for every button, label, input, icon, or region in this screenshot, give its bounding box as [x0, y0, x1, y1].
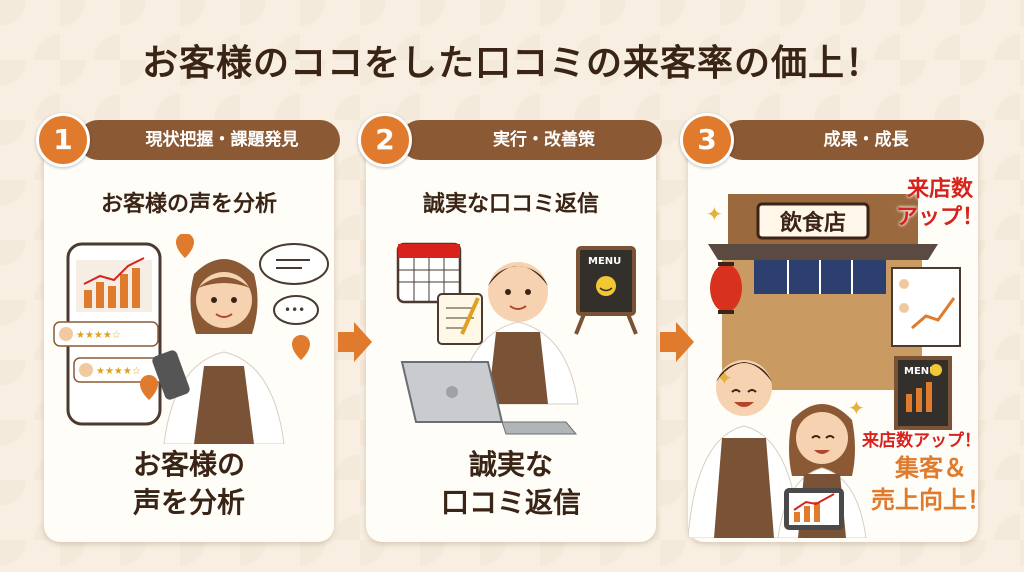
lantern-icon: [710, 262, 742, 314]
callout-top-line-2: アップ！: [896, 205, 985, 230]
result-line-2: 売上向上！: [871, 486, 991, 514]
visits-up-callout-mid: 来店数アップ！: [862, 431, 981, 451]
shop-sign: [756, 202, 870, 240]
tablet-icon: [152, 350, 190, 400]
man-face: [716, 360, 772, 416]
man-hair: [488, 266, 548, 286]
map-pin-icon: [140, 375, 158, 400]
page-title: お客様のココをした口コミの来客率の価上！: [141, 43, 882, 84]
step-2-heading: 誠実な口コミ返信: [422, 192, 599, 217]
apron: [714, 438, 774, 538]
visits-up-callout-top: 来店数 アップ！: [896, 176, 984, 232]
step-3-bar: 成果・成長: [722, 120, 984, 160]
step-2-label: 実行・改善策: [493, 130, 595, 150]
step-2-caption-line-1: 誠実な: [468, 448, 553, 481]
speech-bubble-icon: [273, 295, 319, 325]
shop-eave: [708, 244, 938, 260]
step-2-illustration: MENU: [396, 242, 638, 435]
step-1-bar: 現状把握・課題発見: [78, 120, 340, 160]
step-1-label: 現状把握・課題発見: [145, 130, 299, 150]
sparkle-icon: ✦: [716, 366, 733, 390]
calendar-icon: [396, 242, 462, 304]
menu-board-icon: MENU: [574, 246, 638, 335]
step-1-caption-line-1: お客様の: [132, 448, 245, 481]
arrow-right-icon: [660, 322, 694, 362]
shop-sign-text: 飲食店: [779, 210, 846, 236]
result-callout: 集客＆ 売上向上！: [856, 452, 1006, 516]
review-stars-1: ★★★★☆: [76, 330, 121, 341]
apron: [194, 366, 254, 444]
apron: [488, 332, 548, 404]
result-line-1: 集客＆: [895, 454, 967, 482]
step-1-illustration: ★★★★☆ ★★★★☆ •••: [53, 234, 329, 444]
tablet-chart-icon: [784, 488, 844, 530]
trend-line-icon: [83, 257, 145, 285]
laptop-icon: [400, 361, 578, 435]
step-3-label: 成果・成長: [823, 130, 909, 150]
step-2-caption-line-2: 口コミ返信: [440, 486, 581, 519]
step-panel-3: 飲食店 MENU: [688, 134, 978, 542]
menu-board-label: MENU: [904, 366, 937, 377]
step-1-number: 1: [36, 113, 90, 167]
speech-bubble-icon: [259, 243, 329, 285]
review-card: [53, 321, 159, 347]
map-pin-icon: [176, 234, 194, 258]
menu-board-label: MENU: [588, 256, 621, 267]
man-face: [488, 262, 548, 322]
callout-top-line-1: 来店数: [907, 177, 974, 202]
sparkle-icon: ✦: [848, 396, 865, 420]
review-stars-2: ★★★★☆: [96, 366, 141, 377]
step-panel-1: お客様の声を分析 ★★★★☆ ★★★★☆ •••: [44, 134, 334, 542]
step-1-heading: お客様の声を分析: [100, 192, 277, 217]
step-panel-2: 誠実な口コミ返信 MENU: [366, 134, 656, 542]
svg-text:•••: •••: [284, 303, 305, 317]
step-2-number: 2: [358, 113, 412, 167]
arrow-right-icon: [338, 322, 372, 362]
sparkle-icon: ✦: [706, 202, 723, 226]
menu-board-icon: MENU: [894, 356, 952, 430]
notepad-icon: [437, 293, 483, 345]
step-3-illustration: 飲食店 MENU: [688, 194, 961, 538]
step-1-caption-line-2: 声を分析: [132, 486, 245, 519]
woman-face: [196, 272, 252, 328]
growth-chart-board-icon: [891, 267, 961, 347]
map-pin-icon: [292, 335, 310, 360]
woman-face: [796, 412, 848, 464]
step-2-bar: 実行・改善策: [400, 120, 662, 160]
step-3-number: 3: [680, 113, 734, 167]
